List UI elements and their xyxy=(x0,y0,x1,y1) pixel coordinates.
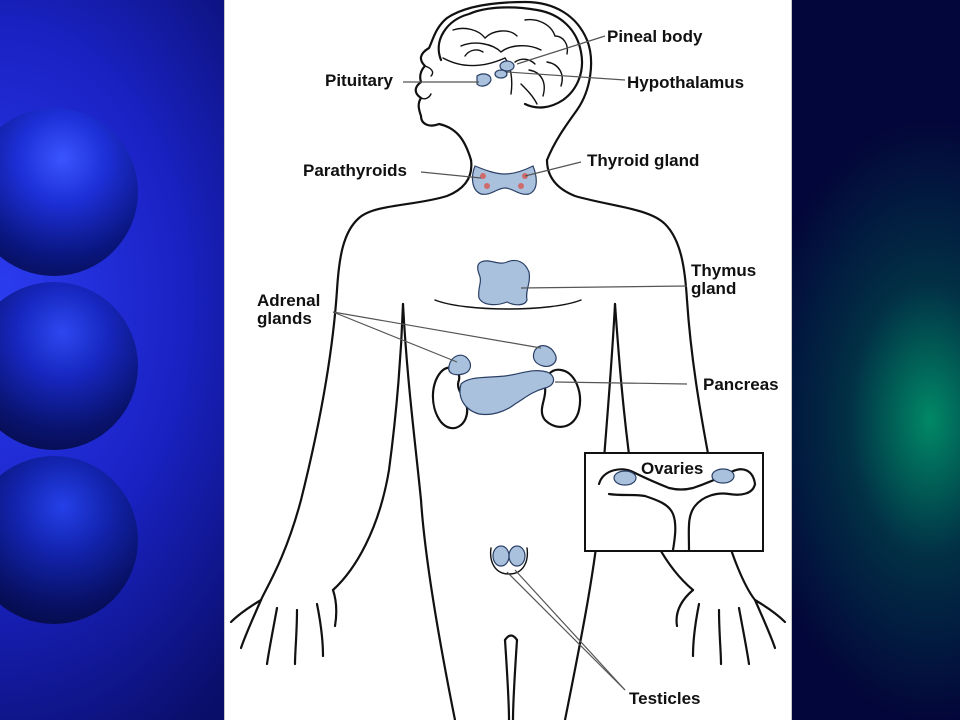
label-pineal-body: Pineal body xyxy=(607,27,703,46)
testicles-gland xyxy=(489,545,529,575)
chest-line xyxy=(434,299,582,310)
ovary-right xyxy=(711,468,735,484)
brain xyxy=(437,6,584,109)
parathyroid-dot xyxy=(484,183,490,189)
label-thymus-line2: gland xyxy=(691,279,736,298)
label-hypothalamus: Hypothalamus xyxy=(627,73,744,92)
thyroid-gland xyxy=(471,165,537,195)
label-thyroid-gland: Thyroid gland xyxy=(587,151,699,170)
head-outline xyxy=(414,0,593,162)
decorative-sphere-middle xyxy=(0,282,138,450)
pineal-body-gland xyxy=(499,60,515,72)
pituitary-gland xyxy=(476,73,492,87)
label-testicles: Testicles xyxy=(629,689,701,708)
ovary-left xyxy=(613,470,637,486)
label-ovaries: Ovaries xyxy=(641,459,703,478)
endocrine-system-diagram: Pineal body Pituitary Hypothalamus Parat… xyxy=(229,0,787,720)
label-adrenal-line1: Adrenal xyxy=(257,291,320,310)
body-outline xyxy=(259,158,757,720)
pancreas-gland xyxy=(459,370,555,416)
right-hand xyxy=(675,588,787,666)
label-thymus-line1: Thymus xyxy=(691,261,756,280)
decorative-sphere-bottom xyxy=(0,456,138,624)
adrenal-gland-left xyxy=(448,354,472,376)
parathyroid-dot xyxy=(480,173,486,179)
hypothalamus-gland xyxy=(494,69,508,79)
decorative-sphere-top xyxy=(0,108,138,276)
label-adrenal-line2: glands xyxy=(257,309,312,328)
diagram-panel: Pineal body Pituitary Hypothalamus Parat… xyxy=(224,0,792,720)
adrenal-gland-right xyxy=(532,345,557,367)
leader-lines xyxy=(332,35,688,691)
left-hand xyxy=(229,588,338,666)
label-parathyroids: Parathyroids xyxy=(303,161,407,180)
ovaries-inset xyxy=(584,452,764,552)
thymus-gland xyxy=(477,259,531,306)
label-pancreas: Pancreas xyxy=(703,375,779,394)
parathyroid-dot xyxy=(518,183,524,189)
label-pituitary: Pituitary xyxy=(325,71,394,90)
